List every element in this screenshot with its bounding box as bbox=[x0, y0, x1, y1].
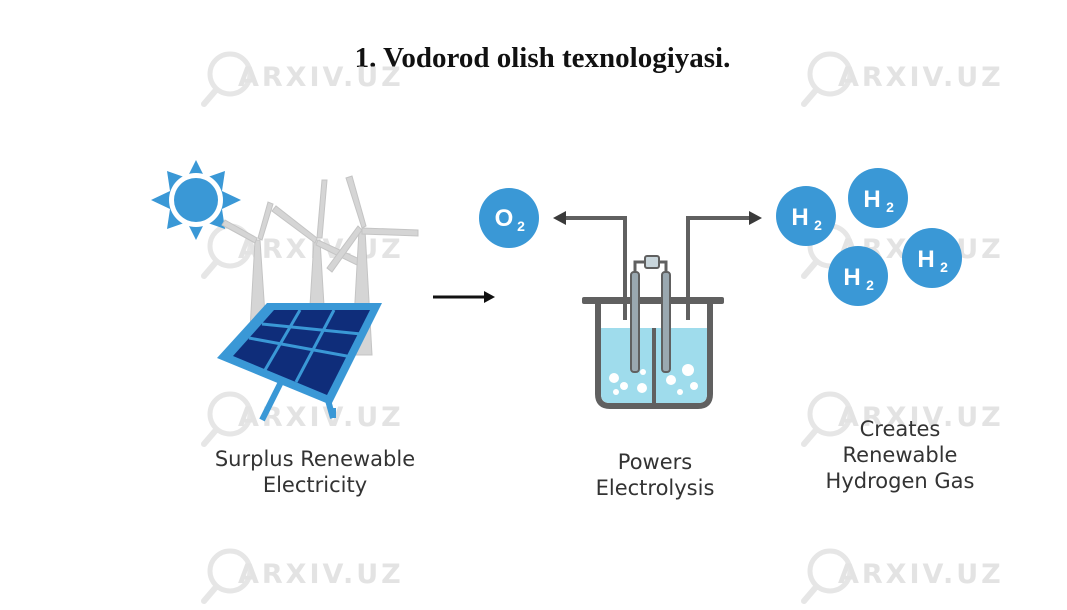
caption-line: Hydrogen Gas bbox=[825, 469, 975, 493]
svg-text:ARXIV.UZ: ARXIV.UZ bbox=[838, 62, 1004, 93]
caption-right: Creates Renewable Hydrogen Gas bbox=[790, 416, 1010, 494]
hydrogen-label: H bbox=[843, 264, 860, 291]
oxygen-subscript: 2 bbox=[517, 218, 525, 234]
caption-middle: Powers Electrolysis bbox=[555, 449, 755, 501]
electrolysis-tank-icon bbox=[582, 255, 724, 409]
caption-line: Surplus Renewable bbox=[214, 447, 416, 471]
caption-line: Electricity bbox=[262, 473, 368, 497]
watermark: ARXIV.UZ bbox=[800, 545, 1010, 605]
caption-line: Powers bbox=[617, 450, 693, 474]
solar-panel-icon bbox=[217, 303, 382, 422]
watermark: ARXIV.UZ bbox=[800, 388, 1010, 448]
svg-text:ARXIV.UZ: ARXIV.UZ bbox=[238, 62, 404, 93]
svg-text:ARXIV.UZ: ARXIV.UZ bbox=[838, 559, 1004, 590]
wire-arrows bbox=[566, 216, 749, 320]
oxygen-label: O bbox=[495, 205, 514, 232]
hydrogen-subscript: 2 bbox=[940, 259, 948, 275]
hydrogen-molecule-icon: H 2 bbox=[902, 228, 962, 288]
watermark: ARXIV.UZ bbox=[200, 545, 410, 605]
caption-line: Electrolysis bbox=[595, 476, 715, 500]
hydrogen-label: H bbox=[791, 204, 808, 231]
oxygen-molecule-icon: O 2 bbox=[479, 188, 539, 248]
hydrogen-molecule-icon: H 2 bbox=[848, 168, 908, 228]
flow-arrow-icon bbox=[433, 291, 495, 303]
caption-left: Surplus Renewable Electricity bbox=[185, 446, 445, 498]
hydrogen-subscript: 2 bbox=[886, 199, 894, 215]
watermark: ARXIV.UZ bbox=[200, 48, 410, 108]
hydrogen-subscript: 2 bbox=[866, 277, 874, 293]
sun-icon bbox=[151, 160, 241, 240]
hydrogen-molecule-icon: H 2 bbox=[776, 186, 836, 246]
hydrogen-molecule-icon: H 2 bbox=[828, 246, 888, 306]
hydrogen-label: H bbox=[917, 246, 934, 273]
watermark: ARXIV.UZ bbox=[800, 48, 1010, 108]
hydrogen-label: H bbox=[863, 186, 880, 213]
arrow-right-icon bbox=[749, 211, 762, 225]
arrow-left-icon bbox=[553, 211, 566, 225]
svg-text:ARXIV.UZ: ARXIV.UZ bbox=[838, 402, 1004, 433]
caption-line: Renewable bbox=[842, 443, 958, 467]
page-title: 1. Vodorod olish texnologiyasi. bbox=[354, 42, 731, 74]
caption-line: Creates bbox=[859, 417, 941, 441]
svg-text:ARXIV.UZ: ARXIV.UZ bbox=[238, 559, 404, 590]
hydrogen-subscript: 2 bbox=[814, 217, 822, 233]
